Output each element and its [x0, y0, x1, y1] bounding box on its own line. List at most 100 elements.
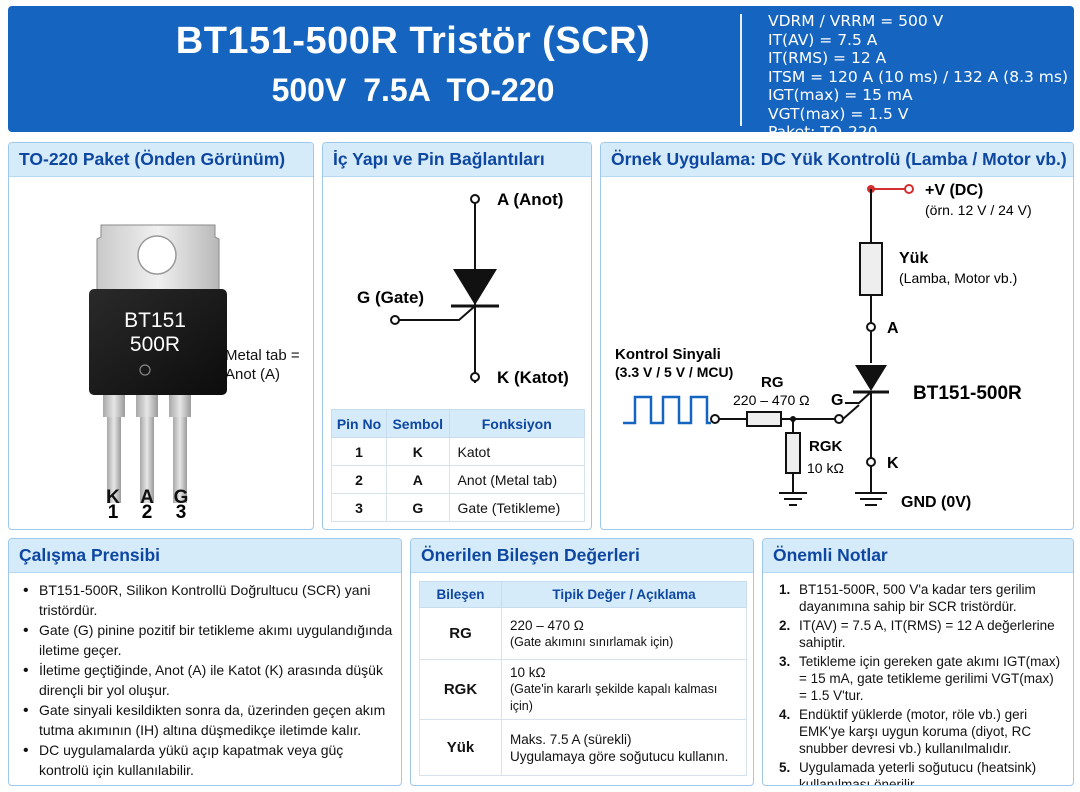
- list-item: 2.IT(AV) = 7.5 A, IT(RMS) = 12 A değerle…: [779, 618, 1055, 650]
- mounting-hole: [137, 235, 177, 275]
- symbol-cell: K: [385, 437, 450, 466]
- component-value-cell: 220 – 470 Ω (Gate akımını sınırlamak içi…: [501, 607, 747, 660]
- gate-label: G: [831, 392, 843, 409]
- marking-line-2: 500R: [130, 333, 180, 356]
- load-note: (Lamba, Motor vb.): [899, 270, 1017, 286]
- list-item: DC uygulamalarda yükü açıp kapatmak veya…: [23, 741, 393, 780]
- pin-table: Pin No Sembol Fonksiyon 1 K Katot 2 A An…: [331, 409, 586, 522]
- marking-line-1: BT151: [124, 309, 186, 332]
- load-label: Yük: [899, 250, 928, 267]
- note-text: Uygulamada yeterli soğutucu (heatsink) k…: [799, 760, 1037, 786]
- component-note: (Gate'in kararlı şekilde kapalı kalması …: [510, 682, 718, 713]
- pulse-waveform: [623, 395, 711, 425]
- application-panel-title: Örnek Uygulama: DC Yük Kontrolü (Lamba /…: [601, 143, 1073, 177]
- principle-panel: Çalışma Prensibi BT151-500R, Silikon Kon…: [8, 538, 402, 786]
- notes-list: 1.BT151-500R, 500 V'a kadar ters gerilim…: [763, 573, 1073, 786]
- rgk-label: RGK: [809, 438, 843, 455]
- tab-note-line-2: Anot (A): [225, 366, 280, 383]
- table-row: 3 G Gate (Tetikleme): [331, 493, 586, 522]
- function-cell: Katot: [448, 437, 586, 466]
- components-table-header: Bileşen: [419, 581, 502, 608]
- notes-panel-title: Önemli Notlar: [763, 539, 1073, 573]
- note-text: BT151-500R, 500 V'a kadar ters gerilim d…: [799, 582, 1036, 614]
- symbol-cell: G: [385, 493, 450, 522]
- gate-lead: [397, 305, 476, 321]
- anode-node: [866, 322, 876, 332]
- signal-terminal: [710, 414, 720, 424]
- pin-leg-2: [140, 395, 154, 503]
- list-item: 5.Uygulamada yeterli soğutucu (heatsink)…: [779, 759, 1065, 786]
- load-resistor: [859, 242, 883, 296]
- pin-cell: 3: [331, 493, 387, 522]
- internal-structure-panel: İç Yapı ve Pin Bağlantıları A (Anot) G (…: [322, 142, 592, 530]
- pin-leg-3: [173, 395, 187, 503]
- component-name: RGK: [419, 659, 502, 720]
- scr-triangle: [453, 269, 497, 305]
- pin-cell: 1: [331, 437, 387, 466]
- supply-note: (örn. 12 V / 24 V): [925, 202, 1032, 218]
- table-row: 2 A Anot (Metal tab): [331, 465, 586, 494]
- function-cell: Gate (Tetikleme): [448, 493, 586, 522]
- spec-item: IT(RMS) = 12 A: [768, 49, 887, 67]
- internal-panel-title: İç Yapı ve Pin Bağlantıları: [323, 143, 591, 177]
- rgk-value: 10 kΩ: [807, 460, 844, 476]
- components-panel: Önerilen Bileşen Değerleri Bileşen Tipik…: [410, 538, 754, 786]
- spec-item: Paket: TO-220: [768, 123, 878, 141]
- package-body: [89, 289, 227, 395]
- page-title: BT151-500R Tristör (SCR): [175, 20, 651, 62]
- spec-item: ITSM = 120 A (10 ms) / 132 A (8.3 ms): [768, 67, 1069, 86]
- to220-package-illustration: BT151 500R Metal tab = Anot (A) 1 2 3: [89, 224, 300, 523]
- supply-label: +V (DC): [925, 182, 983, 199]
- pin-table-header: Fonksiyon: [448, 409, 586, 438]
- tab-note-line-1: Metal tab =: [225, 347, 300, 364]
- signal-note: (3.3 V / 5 V / MCU): [615, 364, 733, 380]
- application-circuit-diagram: +V (DC) (örn. 12 V / 24 V) Yük (Lamba, M…: [615, 182, 1032, 511]
- component-value: Maks. 7.5 A (sürekli): [510, 731, 632, 747]
- component-name: RG: [419, 607, 502, 660]
- gate-node: [834, 414, 844, 424]
- symbol-cell: A: [385, 465, 450, 494]
- list-item: Gate (G) pinine pozitif bir tetikleme ak…: [23, 621, 393, 660]
- gnd-label: GND (0V): [901, 494, 971, 511]
- rg-label: RG: [761, 374, 784, 391]
- spec-item: VDRM / VRRM = 500 V: [768, 12, 944, 30]
- cathode-node: [866, 457, 876, 467]
- components-table: Bileşen Tipik Değer / Açıklama RG 220 – …: [419, 581, 747, 776]
- list-item: 1.BT151-500R, 500 V'a kadar ters gerilim…: [779, 582, 1036, 614]
- gate-label: G (Gate): [357, 288, 424, 307]
- pin-table-header: Sembol: [385, 409, 450, 438]
- header-divider: [740, 14, 742, 126]
- list-item: 4.Endüktif yüklerde (motor, röle vb.) ge…: [779, 707, 1032, 756]
- spec-item: VGT(max) = 1.5 V: [768, 104, 909, 123]
- table-row: 1 K Katot: [331, 437, 586, 466]
- table-row: RGK 10 kΩ (Gate'in kararlı şekilde kapal…: [419, 659, 747, 720]
- marking-logo: [139, 364, 151, 376]
- components-table-header: Tipik Değer / Açıklama: [501, 581, 747, 608]
- pin-letter-g: G: [173, 487, 189, 508]
- device-label: BT151-500R: [913, 383, 1022, 404]
- scr-triangle: [855, 365, 887, 391]
- component-value-cell: Maks. 7.5 A (sürekli) Uygulamaya göre so…: [501, 719, 747, 776]
- spec-list: VDRM / VRRM = 500 V IT(AV) = 7.5 A IT(RM…: [768, 12, 1068, 142]
- component-note: Uygulamaya göre soğutucu kullanın.: [510, 748, 729, 764]
- cathode-label: K (Katot): [497, 368, 569, 387]
- component-name: Yük: [419, 719, 502, 776]
- signal-label: Kontrol Sinyali: [615, 346, 721, 363]
- note-text: Tetikleme için gereken gate akımı IGT(ma…: [799, 654, 1061, 703]
- page-subtitle: 500V 7.5A TO-220: [271, 72, 555, 108]
- cathode-terminal: [470, 372, 480, 382]
- function-cell: Anot (Metal tab): [448, 465, 586, 494]
- list-item: BT151-500R, Silikon Kontrollü Doğrultucu…: [23, 581, 393, 620]
- note-text: IT(AV) = 7.5 A, IT(RMS) = 12 A değerleri…: [799, 618, 1055, 650]
- component-value: 220 – 470 Ω: [510, 617, 584, 633]
- pin-leg-1: [107, 395, 121, 503]
- pin-letter-k: K: [106, 487, 120, 508]
- anode-terminal: [470, 194, 480, 204]
- application-panel: Örnek Uygulama: DC Yük Kontrolü (Lamba /…: [600, 142, 1074, 530]
- pin-number-2: 2: [142, 502, 153, 523]
- supply-terminal: [904, 184, 914, 194]
- list-item: Gate sinyali kesildikten sonra da, üzeri…: [23, 701, 393, 740]
- pin-letter-row: K A G: [9, 487, 313, 517]
- rg-resistor: [746, 411, 782, 427]
- pin-number-1: 1: [108, 502, 119, 523]
